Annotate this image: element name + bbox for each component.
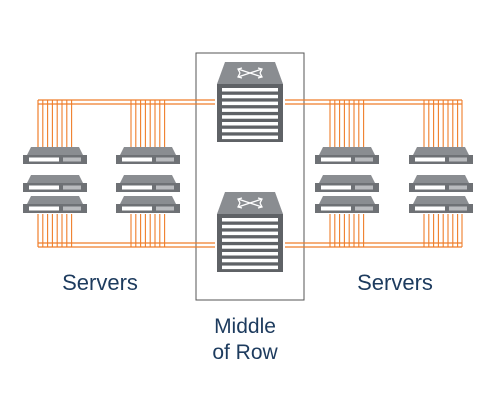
switch-port-row: [222, 245, 278, 249]
top-trunk-cables: [38, 99, 462, 105]
server-cable-bundles: [37, 100, 463, 247]
network-switch-icon: [217, 62, 283, 142]
switch-arrows-icon: [237, 67, 263, 79]
servers-right-label: Servers: [357, 270, 433, 295]
middle-of-row-label-line2: of Row: [212, 341, 278, 365]
cable-bundle: [37, 100, 73, 247]
switch-port-row: [222, 88, 278, 92]
middle-of-row-enclosure: [195, 52, 305, 301]
switch-port-row: [222, 115, 278, 119]
switch-arrows-icon: [237, 197, 263, 209]
server-stack-icon: [23, 147, 87, 213]
switch-body: [217, 214, 283, 272]
cable-bundle: [329, 100, 365, 247]
switch-port-row: [222, 135, 278, 140]
switch-body: [217, 84, 283, 142]
switch-port-row: [222, 218, 278, 222]
switch-port-row: [222, 101, 278, 106]
switch-port-row: [222, 128, 278, 133]
cable-bundle: [423, 100, 463, 247]
server-unit: [409, 196, 473, 213]
server-unit: [315, 175, 379, 192]
switch-port-row: [222, 252, 278, 256]
server-unit: [409, 175, 473, 192]
switch-port-row: [222, 108, 278, 112]
switch-port-row: [222, 238, 278, 242]
servers-left-label: Servers: [62, 270, 138, 295]
switch-port-row: [222, 258, 278, 263]
server-unit: [23, 196, 87, 213]
server-stack-icon: [315, 147, 379, 213]
cable-bundle: [130, 100, 166, 247]
switch-port-row: [222, 122, 278, 126]
switch-port-row: [222, 94, 278, 99]
middle-of-row-label-line1: Middle: [214, 315, 276, 338]
server-unit: [409, 147, 473, 164]
server-unit: [23, 175, 87, 192]
server-unit: [315, 196, 379, 213]
middle-of-row-label: Middle of Row: [190, 314, 300, 367]
server-stacks: [23, 147, 473, 213]
switch-port-row: [222, 231, 278, 236]
server-unit: [116, 175, 180, 192]
server-unit: [23, 147, 87, 164]
server-unit: [315, 147, 379, 164]
server-unit: [116, 147, 180, 164]
network-switch-icon: [217, 192, 283, 272]
server-stack-icon: [116, 147, 180, 213]
bottom-trunk-cables: [38, 242, 462, 248]
switch-port-row: [222, 224, 278, 229]
server-stack-icon: [409, 147, 473, 213]
server-unit: [116, 196, 180, 213]
switch-port-row: [222, 265, 278, 270]
